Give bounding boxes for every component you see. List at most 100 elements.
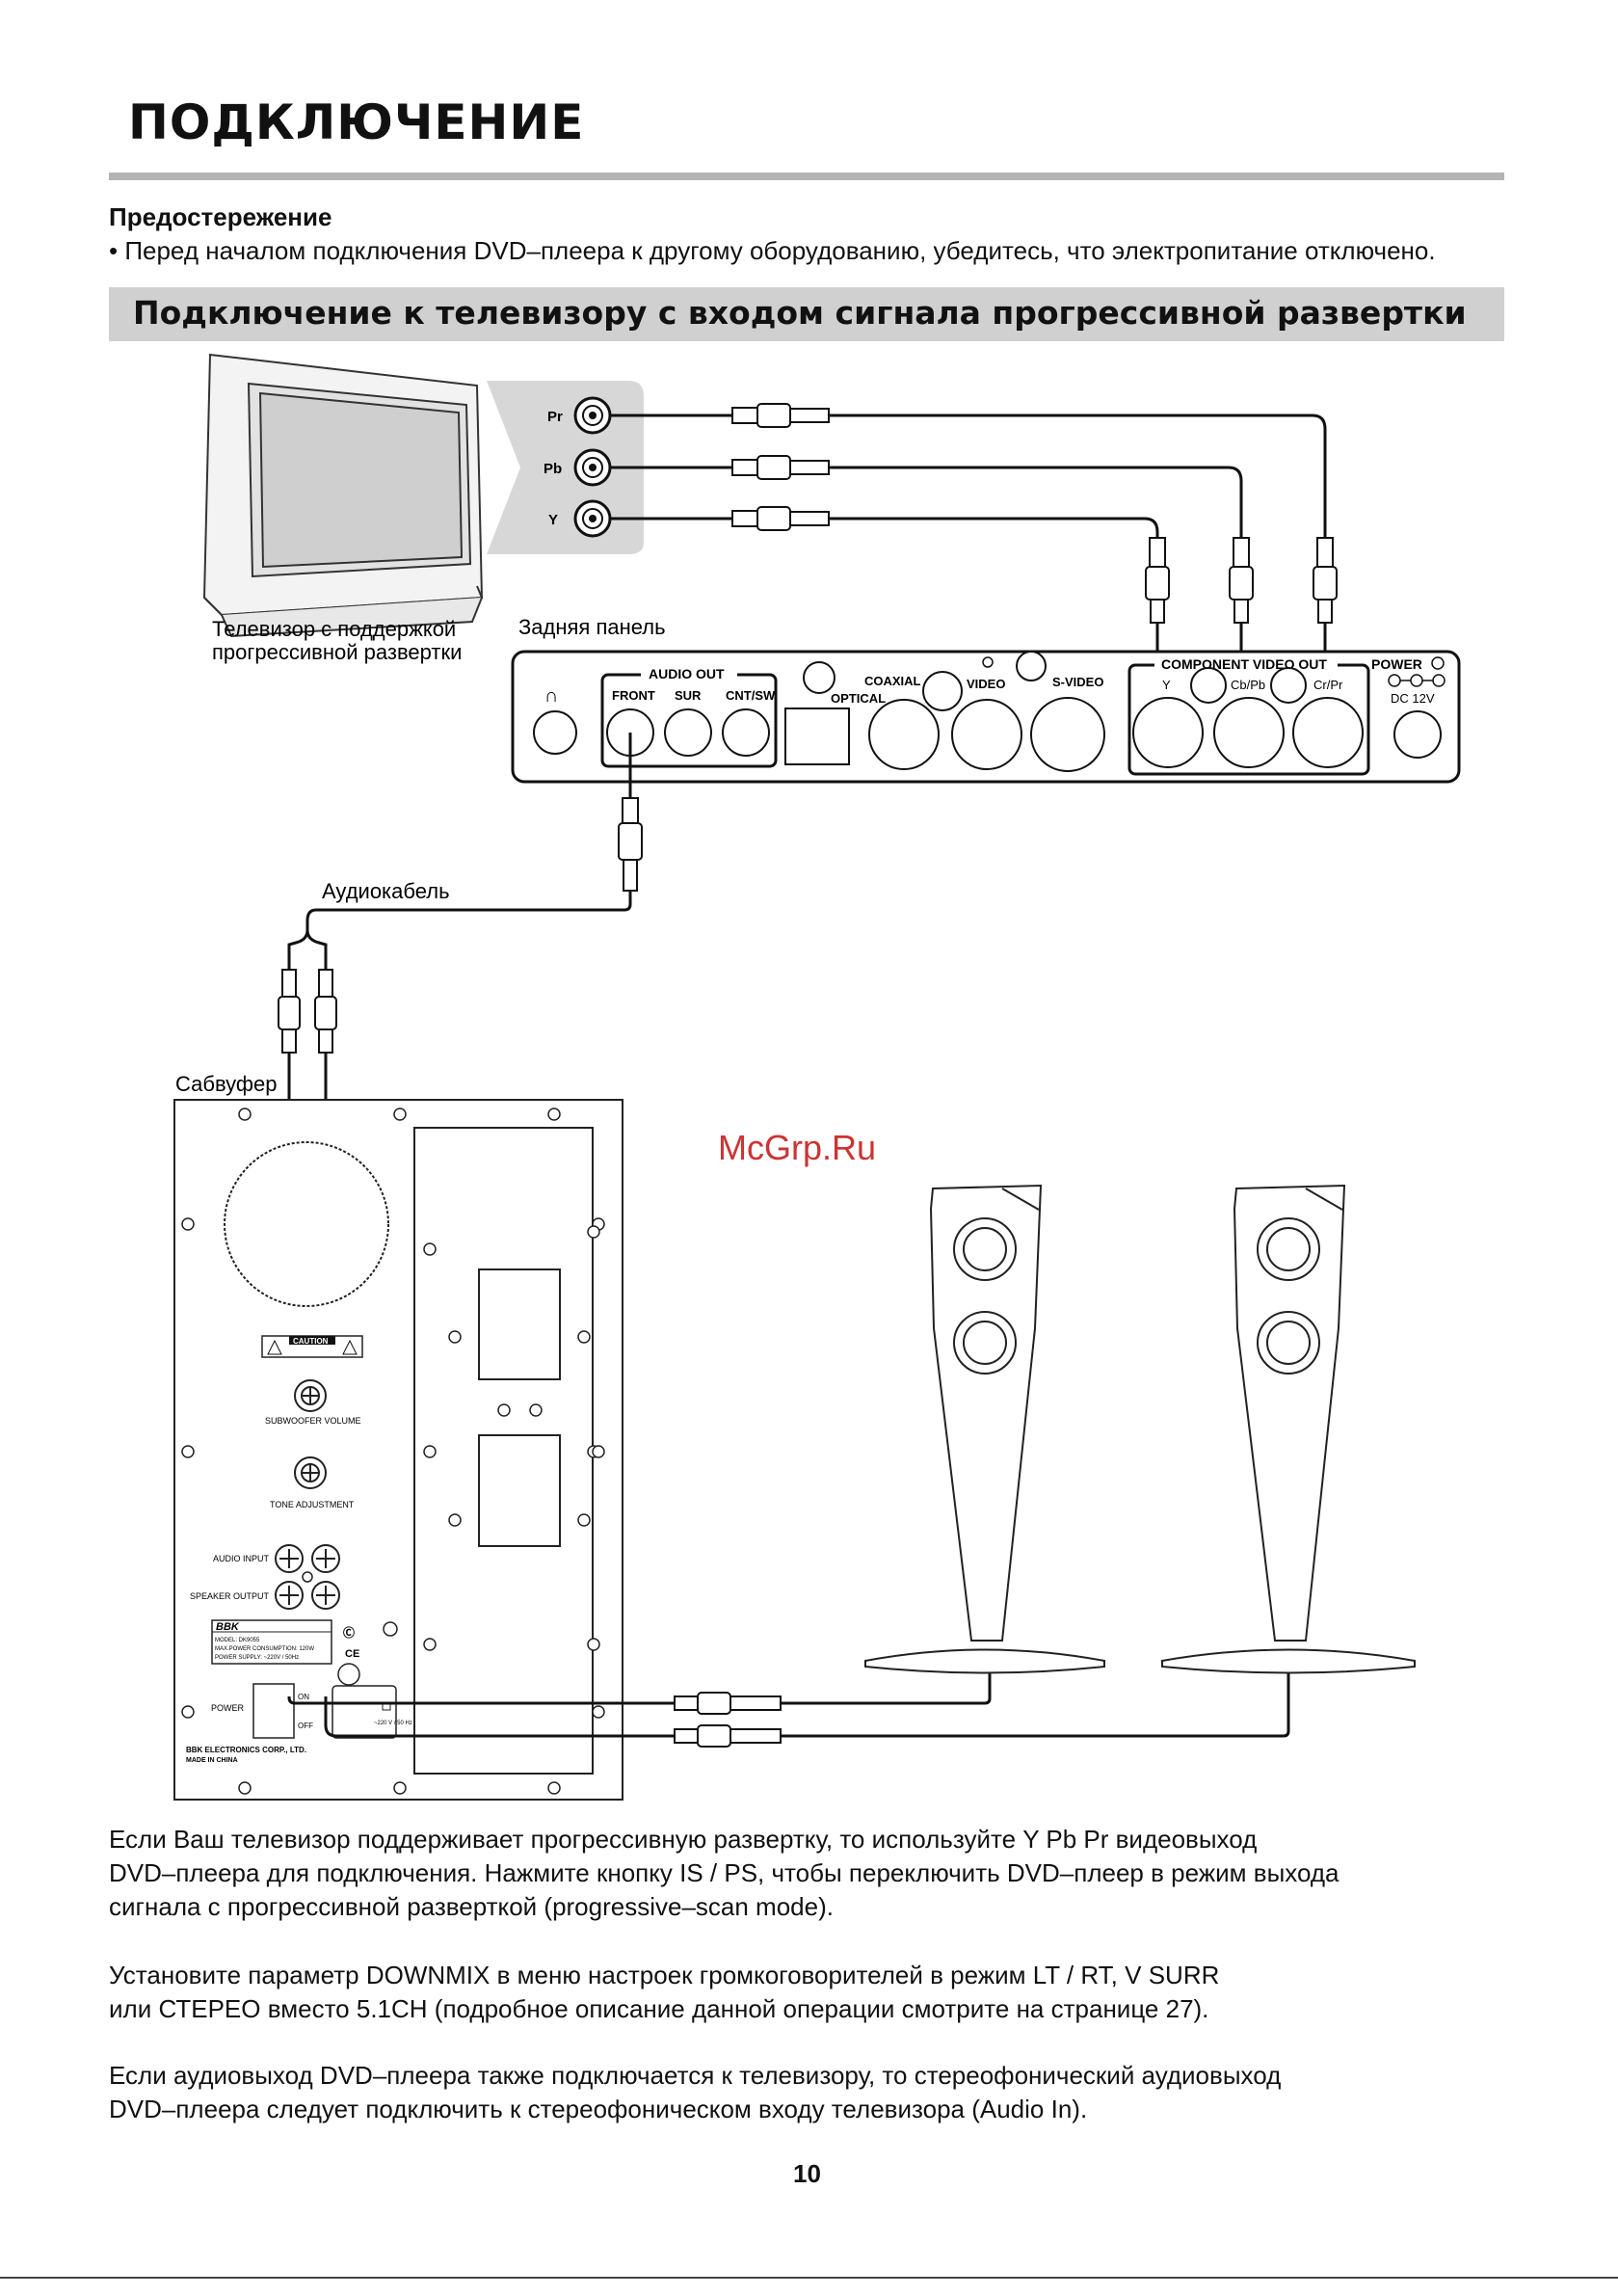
speaker-cables [287,1670,1290,1738]
subwoofer-caption: Сабвуфер [175,1072,278,1096]
tv-jack-y [573,499,612,538]
ce-mark: CE [345,1648,359,1660]
maker-text: BBK ELECTRONICS CORP., LTD. [186,1746,306,1754]
rca-plug-vertical [278,797,643,1054]
coaxial-jack [868,699,940,770]
audio-input-label: AUDIO INPUT [213,1554,270,1563]
video-jack [951,699,1022,770]
tv-illustration [202,353,484,638]
paragraph-line: сигнала с прогрессивной разверткой (prog… [109,1892,834,1921]
coaxial-small-jack [803,661,836,694]
paragraph-line: или СТЕРЕО вместо 5.1CH (подробное описа… [109,1994,1209,2023]
coaxial-label: COAXIAL [864,674,921,688]
svg-text:CAUTION: CAUTION [293,1337,329,1346]
tone-label: TONE ADJUSTMENT [270,1500,355,1509]
component-small-jack [1190,667,1227,704]
speaker-output-label: SPEAKER OUTPUT [190,1591,270,1601]
svg-text:MODEL: DK9055: MODEL: DK9055 [215,1638,260,1643]
audio-out-jack-label: SUR [675,688,702,703]
subwoofer-terminals [275,1544,340,1610]
paragraph-line: Установите параметр DOWNMIX в меню настр… [109,1961,1220,1989]
volume-label: SUBWOOFER VOLUME [265,1416,361,1426]
fuse-holder [337,1663,360,1686]
certification-mark: Ⓒ [343,1625,355,1640]
tone-knob [294,1456,327,1489]
dc-polarity-icon [1388,674,1446,687]
tv-jack-label: Y [548,512,558,528]
heatsink-window [478,1268,561,1380]
paragraph-line: Если аудиовыход DVD–плеера также подключ… [109,2061,1282,2090]
caution-heading: Предостережение [109,202,332,231]
audio-out-jack-label: FRONT [612,688,655,703]
svg-text:∩: ∩ [544,685,558,707]
tv-caption: Телевизор с поддержкой [212,617,456,641]
audio-cable-caption: Аудиокабель [322,879,450,903]
footer-rule [0,2277,1618,2279]
rca-plug-horizontal [674,1692,782,1748]
woofer-grille [224,1141,389,1307]
caution-text: • Перед началом подключения DVD–плеера к… [109,236,1436,265]
component-jack-label: Y [1162,678,1171,692]
optical-label: OPTICAL [831,691,886,706]
jack-cnt-sw [722,708,770,757]
component-jack-pb [1213,697,1285,768]
page-title: ПОДКЛЮЧЕНИЕ [128,94,585,150]
svg-text:MAX.POWER CONSUMPTION: 120W: MAX.POWER CONSUMPTION: 120W [215,1646,314,1652]
section-title: Подключение к телевизору с входом сигнал… [133,294,1467,332]
dc-jack [1393,710,1442,759]
model-plate: BBK MODEL: DK9055 MAX.POWER CONSUMPTION:… [211,1619,332,1665]
component-jack-label: Cb/Pb [1231,678,1265,692]
audio-out-label: AUDIO OUT [649,666,725,681]
component-jack-y [1132,697,1204,768]
optical-port [784,707,850,765]
paragraph-line: Если Ваш телевизор поддерживает прогресс… [109,1825,1258,1854]
power-indicator [1431,656,1445,670]
subwoofer-panel [173,1099,623,1801]
tv-jack-pr [573,396,612,435]
audio-out-jack-label: CNT/SW [726,688,776,703]
brand-logo: BBK [216,1621,240,1633]
component-video-cables [610,414,1327,665]
video-label: VIDEO [967,677,1005,691]
right-speaker [1161,1184,1416,1674]
video-small-jack [922,671,963,711]
screw-holes [181,1108,605,1795]
section-band [109,287,1504,341]
component-video-label: COMPONENT VIDEO OUT [1161,656,1327,672]
power-label: POWER [1371,656,1422,672]
paragraph-line: DVD–плеера следует подключить к стереофо… [109,2095,1088,2123]
switch-off-label: OFF [298,1722,313,1730]
tv-caption: прогрессивной развертки [212,640,462,664]
rear-panel-caption: Задняя панель [518,615,666,639]
svg-text:POWER SUPPLY: ~220V / 50Hz: POWER SUPPLY: ~220V / 50Hz [215,1655,299,1661]
dc-label: DC 12V [1391,691,1435,706]
tv-jack-label: Pr [547,409,563,425]
mains-socket [332,1685,397,1739]
rca-plug-horizontal [731,403,830,531]
caution-badge: CAUTION [261,1335,363,1358]
tv-jack-label: Pb [544,461,562,477]
component-jack-pr [1292,697,1364,768]
svideo-small-jack [1016,651,1047,681]
page-number: 10 [793,2159,821,2188]
svideo-jack [1030,697,1105,772]
left-speaker [864,1184,1105,1674]
ground-mark-icon [383,1621,398,1637]
component-jack-label: Cr/Pr [1313,678,1343,692]
power-switch [252,1683,295,1739]
svideo-label: S-VIDEO [1052,675,1103,689]
volume-knob [294,1379,327,1412]
connection-diagram: Pr Pb Y Телевизор с поддержкой прогресси… [173,353,1461,1801]
tv-jack-pb [573,448,612,487]
component-small-jack [1270,667,1307,704]
jack-sur [664,708,712,757]
title-rule [109,173,1504,180]
rca-plug-vertical [1145,537,1338,624]
power-switch-label: POWER [211,1703,245,1713]
paragraph-line: DVD–плеера для подключения. Нажмите кноп… [109,1858,1339,1887]
watermark: McGrp.Ru [718,1128,876,1167]
switch-on-label: ON [298,1693,309,1701]
terminal-center-hole [302,1571,313,1583]
headphone-jack: ∩ [533,685,577,755]
heatsink-window [478,1434,561,1547]
